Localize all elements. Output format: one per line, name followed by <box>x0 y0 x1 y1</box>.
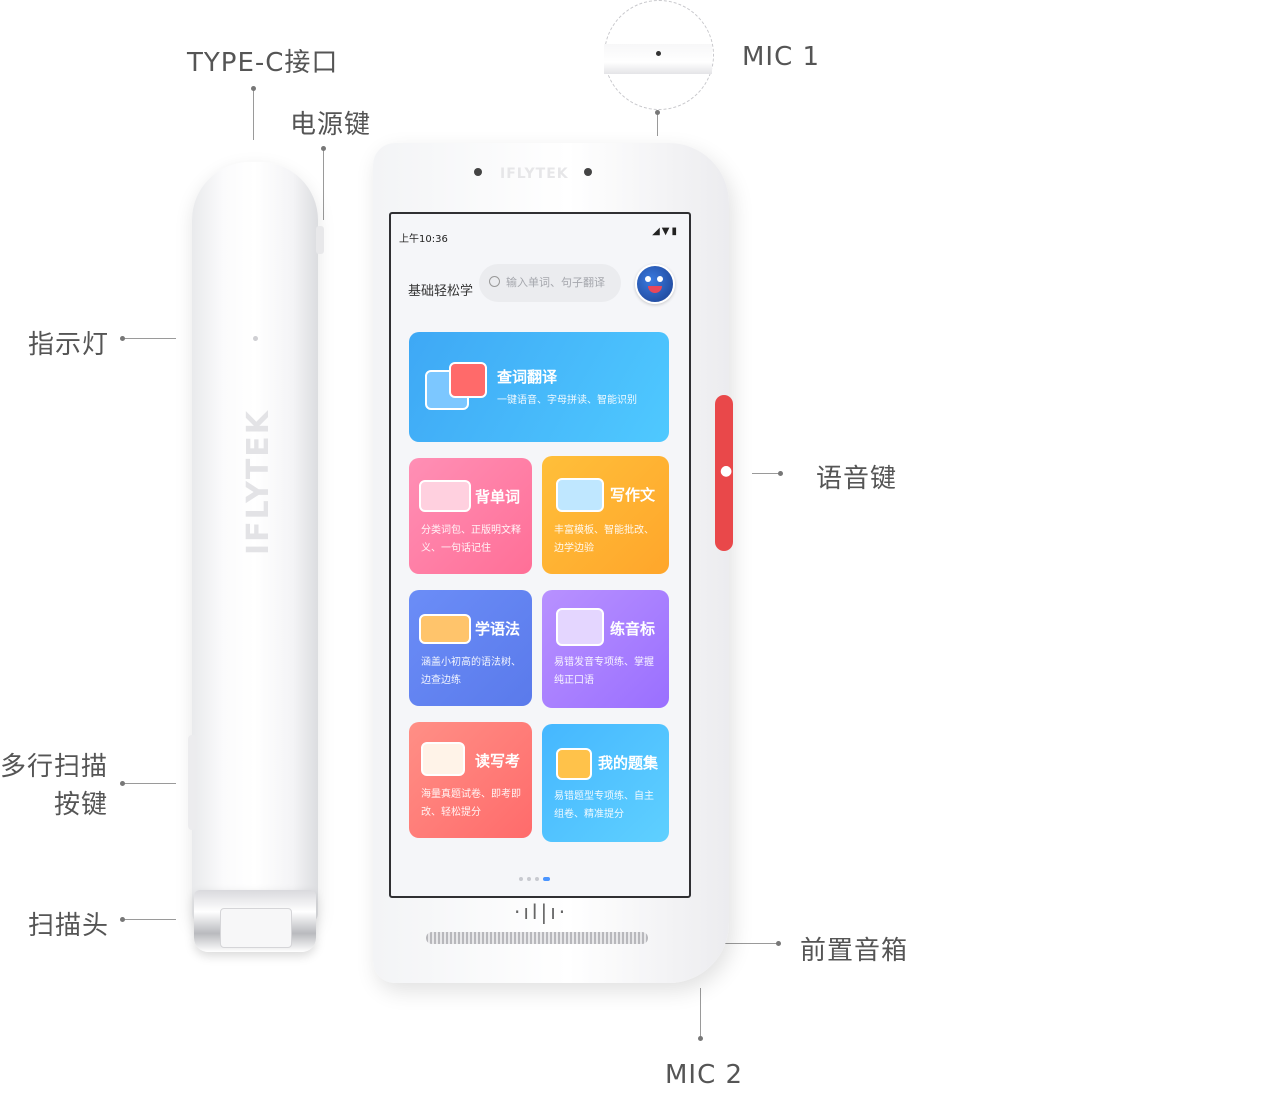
leader-line-scanhead <box>124 919 176 920</box>
letter-blocks-icon <box>419 480 471 512</box>
open-book-icon <box>421 742 465 776</box>
indicator-light <box>253 336 258 341</box>
page-dot <box>527 877 531 881</box>
card-title: 查词翻译 <box>497 368 558 386</box>
label-power-key: 电源键 <box>290 110 372 140</box>
card-lookup-translate[interactable]: 查词翻译 一键语音、字母拼读、智能识别 <box>409 332 669 442</box>
avatar-eye-right <box>657 276 663 282</box>
search-icon <box>489 276 500 287</box>
leader-dot-power <box>321 146 326 151</box>
card-writing[interactable]: 写作文 丰富模板、智能批改、边学边验 <box>542 456 669 574</box>
card-desc: 海量真题试卷、即考即改、轻松提分 <box>421 789 521 818</box>
label-type-c-port: TYPE-C接口 <box>187 48 339 78</box>
card-read-write-exam[interactable]: 读写考 海量真题试卷、即考即改、轻松提分 <box>409 722 532 838</box>
label-indicator-light: 指示灯 <box>28 330 110 360</box>
leader-line-indicator <box>124 338 176 339</box>
label-scan-head: 扫描头 <box>28 911 110 941</box>
card-desc: 丰富模板、智能批改、边学边验 <box>554 525 654 554</box>
pen-brand-logo: IFLYTEK <box>239 409 279 555</box>
leader-line-multiscan <box>124 783 176 784</box>
app-title: 基础轻松学 <box>408 284 474 299</box>
mic1-device-edge <box>604 44 712 74</box>
leader-dot-scanhead <box>120 917 125 922</box>
status-icons: ◢▼▮ <box>652 226 679 237</box>
card-my-questions[interactable]: 我的题集 易错题型专项练、自主组卷、精准提分 <box>542 724 669 842</box>
avatar-eye-left <box>645 276 651 282</box>
voice-wave-icon: ·ıl|ı· <box>514 900 569 924</box>
microphone-icon: ● <box>720 463 733 479</box>
label-multiline-scan-line2: 按键 <box>54 790 109 820</box>
search-input[interactable]: 输入单词、句子翻译 <box>479 264 621 302</box>
leader-line-mic2 <box>700 988 701 1038</box>
leader-dot-speaker <box>776 941 781 946</box>
label-front-speaker: 前置音箱 <box>800 936 909 966</box>
leader-line-power <box>323 148 324 220</box>
sensor-icon <box>584 168 592 176</box>
leader-dot-mic2 <box>698 1036 703 1041</box>
front-speaker-grill <box>426 932 648 944</box>
voice-key[interactable] <box>715 395 733 551</box>
scanning-pen <box>192 162 318 922</box>
card-desc: 涵盖小初高的语法树、边查边练 <box>421 657 521 686</box>
letter-a-bubble-icon <box>449 362 487 398</box>
page-indicator[interactable] <box>519 866 554 885</box>
card-title: 写作文 <box>610 486 656 504</box>
leader-dot-multiscan <box>120 781 125 786</box>
card-vocabulary[interactable]: 背单词 分类词包、正版明文释义、一句话记住 <box>409 458 532 574</box>
card-grammar[interactable]: 学语法 涵盖小初高的语法树、边查边练 <box>409 590 532 706</box>
mic1-hole <box>656 51 661 56</box>
leader-dot-indicator <box>120 336 125 341</box>
avatar[interactable] <box>635 264 675 304</box>
label-mic-2: MIC 2 <box>665 1060 744 1090</box>
label-mic-1: MIC 1 <box>742 42 821 72</box>
no-sim-icon: ◢ <box>652 226 662 237</box>
notebook-pen-icon <box>556 478 604 512</box>
leader-line-mic1 <box>657 112 658 136</box>
power-key[interactable] <box>316 226 324 254</box>
label-multiline-scan-line1: 多行扫描 <box>0 752 109 782</box>
device-brand-logo: IFLYTEK <box>500 166 569 182</box>
wifi-icon: ▼ <box>661 226 672 237</box>
avatar-mouth <box>648 286 662 293</box>
front-camera-icon <box>474 168 482 176</box>
label-multiline-scan-button: 多行扫描 按键 <box>0 748 108 824</box>
status-time: 上午10:36 <box>399 234 448 245</box>
phonetic-card-icon <box>556 608 604 646</box>
leader-dot-typec <box>251 86 256 91</box>
battery-icon: ▮ <box>671 226 679 237</box>
leader-line-voice <box>752 473 780 474</box>
leader-line-typec <box>253 88 254 140</box>
card-phonetic[interactable]: 练音标 易错发音专项练、掌握纯正口语 <box>542 590 669 708</box>
grammar-tree-icon <box>419 614 471 644</box>
page-dot <box>535 877 539 881</box>
card-desc: 易错题型专项练、自主组卷、精准提分 <box>554 791 654 820</box>
folder-icon <box>556 748 592 780</box>
card-desc: 一键语音、字母拼读、智能识别 <box>497 395 637 406</box>
card-title: 学语法 <box>475 620 521 638</box>
multiline-scan-button[interactable] <box>188 735 196 830</box>
card-title: 练音标 <box>610 620 656 638</box>
scan-head-window <box>220 908 292 948</box>
card-desc: 分类词包、正版明文释义、一句话记住 <box>421 525 521 554</box>
search-placeholder: 输入单词、句子翻译 <box>506 276 605 289</box>
leader-dot-mic1 <box>655 110 660 115</box>
page-dot-active <box>543 877 550 881</box>
card-desc: 易错发音专项练、掌握纯正口语 <box>554 657 654 686</box>
card-title: 我的题集 <box>598 754 659 772</box>
card-title: 读写考 <box>475 752 521 770</box>
page-dot <box>519 877 523 881</box>
card-title: 背单词 <box>475 488 521 506</box>
device-screen: 上午10:36 ◢▼▮ 基础轻松学 输入单词、句子翻译 查词翻译 一键语音、字母… <box>389 212 691 898</box>
leader-dot-voice <box>778 471 783 476</box>
label-voice-key: 语音键 <box>816 464 898 494</box>
